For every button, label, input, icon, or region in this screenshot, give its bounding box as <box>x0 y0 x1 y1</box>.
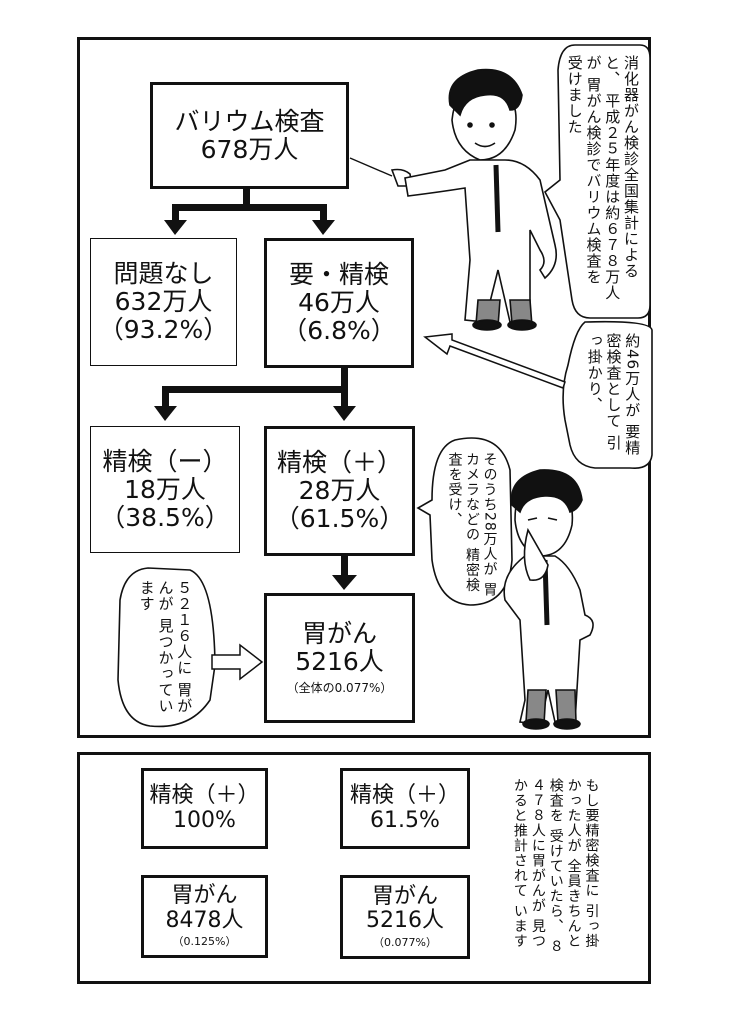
note-line: もし要精密検査に <box>583 778 600 898</box>
bubble-left-line: 見つかっています <box>137 580 175 714</box>
bubble-left-text: ５２１６人に 胃がんが 見つかっています <box>137 580 194 715</box>
exam-positive-pct: （61.5%） <box>274 504 405 533</box>
require-exam-title: 要・精検 <box>288 260 389 289</box>
bubble-top-line: 消化器がん検診全国集計によると、 <box>603 55 640 279</box>
barium-exam-title: バリウム検査 <box>174 106 325 136</box>
bubble-low-text: そのうち28万人が 胃カメラなどの 精密検査を受け、 <box>445 452 498 600</box>
doctor-thinking-illustration <box>503 469 594 730</box>
speech-bubble-low <box>416 437 513 606</box>
speech-bubble-mid <box>562 320 653 470</box>
bubble-mid-line: 要精密検査として <box>604 333 642 456</box>
bubble-mid-line: 引っ掛かり、 <box>585 333 623 451</box>
hollow-arrow-to-cancer <box>211 643 264 681</box>
exam-negative-box: 精検（ー） 18万人 （38.5%） <box>90 426 240 553</box>
exam-positive-count: 28万人 <box>298 476 381 505</box>
doctor-pointing-illustration <box>349 68 558 331</box>
p2-left-exam-title: 精検（＋） <box>149 782 260 808</box>
p2-right-exam-box: 精検（＋） 61.5% <box>340 768 470 849</box>
exam-positive-box: 精検（＋） 28万人 （61.5%） <box>264 426 415 556</box>
bubble-top-line: 胃がん検診でバリウム検査を <box>584 76 603 285</box>
barium-exam-box: バリウム検査 678万人 <box>150 82 349 189</box>
bubble-left-line: 胃がんが <box>156 580 194 714</box>
no-problem-count: 632万人 <box>114 287 213 316</box>
p2-right-exam-pct: 61.5% <box>370 807 440 833</box>
barium-exam-count: 678万人 <box>200 134 299 164</box>
p2-left-exam-box: 精検（＋） 100% <box>141 768 268 849</box>
hollow-arrow-to-require <box>423 333 566 389</box>
p2-right-cancer-count: 5216人 <box>366 908 444 934</box>
note-line: 全員きちんと検査を <box>547 778 582 949</box>
speech-bubble-left <box>117 567 216 728</box>
cancer-title: 胃がん <box>301 619 377 649</box>
note-line: ８４７８人に胃がんが <box>529 778 564 954</box>
speech-bubble-top <box>543 44 651 319</box>
require-exam-count: 46万人 <box>298 288 380 317</box>
note-line: 見つかると推計されて <box>511 778 546 949</box>
bubble-low-line: 精密検査を受け、 <box>446 452 481 593</box>
no-problem-pct: （93.2%） <box>98 315 229 344</box>
panel2-note-text: もし要精密検査に 引っ掛かった人が 全員きちんと検査を 受けていたら、 ８４７８… <box>510 778 600 958</box>
p2-right-cancer-box: 胃がん 5216人 （0.077%） <box>340 875 470 959</box>
bubble-top-line: 平成２５年度は約６７８万人が <box>584 55 622 301</box>
p2-left-cancer-title: 胃がん <box>171 883 238 909</box>
bubble-low-line: 胃カメラなどの <box>464 452 498 598</box>
p2-right-exam-title: 精検（＋） <box>349 782 460 808</box>
require-exam-pct: （6.8%） <box>282 316 396 345</box>
p2-left-exam-pct: 100% <box>173 807 236 833</box>
p2-right-cancer-title: 胃がん <box>371 883 438 909</box>
note-line: 引っ掛かった人が <box>565 778 600 949</box>
bubble-top-line: 受けました <box>565 55 584 135</box>
p2-left-cancer-box: 胃がん 8478人 （0.125%） <box>141 875 268 958</box>
bubble-mid-line: 約46万人が <box>623 333 642 419</box>
p2-left-cancer-count: 8478人 <box>165 907 244 933</box>
cancer-box: 胃がん 5216人 （全体の0.077%） <box>264 593 415 723</box>
bubble-left-line: ５２１６人に <box>175 580 194 676</box>
cancer-count: 5216人 <box>295 647 384 677</box>
bubble-mid-text: 約46万人が 要精密検査として 引っ掛かり、 <box>585 333 642 463</box>
no-problem-title: 問題なし <box>113 259 214 288</box>
note-line: います <box>511 903 528 949</box>
p2-left-cancer-pct: （0.125%） <box>172 935 237 949</box>
no-problem-box: 問題なし 632万人 （93.2%） <box>90 238 237 366</box>
cancer-note: （全体の0.077%） <box>286 681 393 696</box>
note-line: 受けていたら、 <box>547 828 564 934</box>
p2-right-cancer-pct: （0.077%） <box>373 935 437 949</box>
exam-negative-pct: （38.5%） <box>100 502 230 532</box>
exam-positive-title: 精検（＋） <box>276 448 402 477</box>
bubble-top-text: 消化器がん検診全国集計によると、 平成２５年度は約６７８万人が 胃がん検診でバリ… <box>565 55 640 305</box>
exam-negative-count: 18万人 <box>124 474 206 504</box>
exam-negative-title: 精検（ー） <box>102 446 228 476</box>
bubble-low-line: そのうち28万人が <box>481 452 498 577</box>
require-exam-box: 要・精検 46万人 （6.8%） <box>264 238 414 368</box>
